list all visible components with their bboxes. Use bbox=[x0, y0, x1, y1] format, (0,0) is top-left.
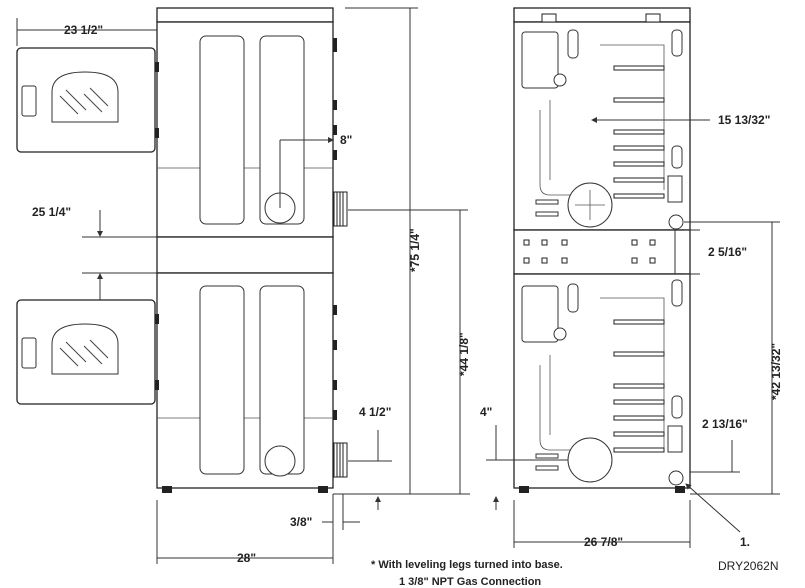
dim-width-top: 23 1/2" bbox=[64, 23, 103, 37]
upper-panel-left bbox=[199, 35, 245, 225]
upper-panel-right bbox=[259, 35, 305, 225]
rear-dimension-lines bbox=[486, 117, 780, 548]
side-foot-left bbox=[162, 486, 172, 493]
note-leveling: * With leveling legs turned into base. bbox=[371, 559, 563, 571]
rear-lower-vent bbox=[567, 437, 613, 483]
side-upper-unit bbox=[156, 21, 334, 238]
lower-panel-left bbox=[199, 285, 245, 475]
callout-number: 1. bbox=[740, 535, 750, 549]
dim-rear-vent-top: 15 13/32" bbox=[718, 113, 770, 127]
dim-rear-bottom-offset: 4" bbox=[480, 405, 492, 419]
rear-lower-gas bbox=[668, 470, 684, 486]
rear-stack-kit bbox=[513, 229, 691, 275]
dim-rear-width: 26 7/8" bbox=[584, 535, 623, 549]
side-top-cap bbox=[156, 7, 334, 23]
rear-top-cap bbox=[513, 7, 691, 23]
dim-vent-bottom: 4 1/2" bbox=[359, 405, 391, 419]
note-gas: 1 3/8" NPT Gas Connection bbox=[399, 576, 541, 588]
rear-upper-gas bbox=[668, 214, 684, 230]
lower-vent-circle bbox=[264, 445, 296, 477]
dim-gas-offset: 2 13/16" bbox=[702, 417, 748, 431]
dim-lower-height: *44 1/8" bbox=[457, 332, 471, 376]
side-stack-kit bbox=[156, 236, 334, 274]
dim-side-width: 28" bbox=[237, 551, 256, 565]
side-view bbox=[16, 7, 348, 493]
rear-view bbox=[513, 7, 691, 493]
side-foot-right bbox=[318, 486, 328, 493]
dim-rear-gap: 2 5/16" bbox=[708, 245, 747, 259]
side-lower-unit bbox=[156, 272, 334, 489]
upper-door-window bbox=[51, 71, 119, 123]
dim-vent-offset-top: 8" bbox=[340, 133, 352, 147]
dim-rear-height: *42 13/32" bbox=[769, 343, 783, 400]
dim-total-height: *75 1/4" bbox=[408, 228, 422, 272]
model-code: DRY2062N bbox=[718, 559, 778, 573]
dim-mid-gap: 25 1/4" bbox=[32, 205, 71, 219]
side-dimension-lines bbox=[16, 7, 470, 564]
dim-leg-clearance: 3/8" bbox=[290, 515, 312, 529]
lower-door-window bbox=[51, 323, 119, 375]
